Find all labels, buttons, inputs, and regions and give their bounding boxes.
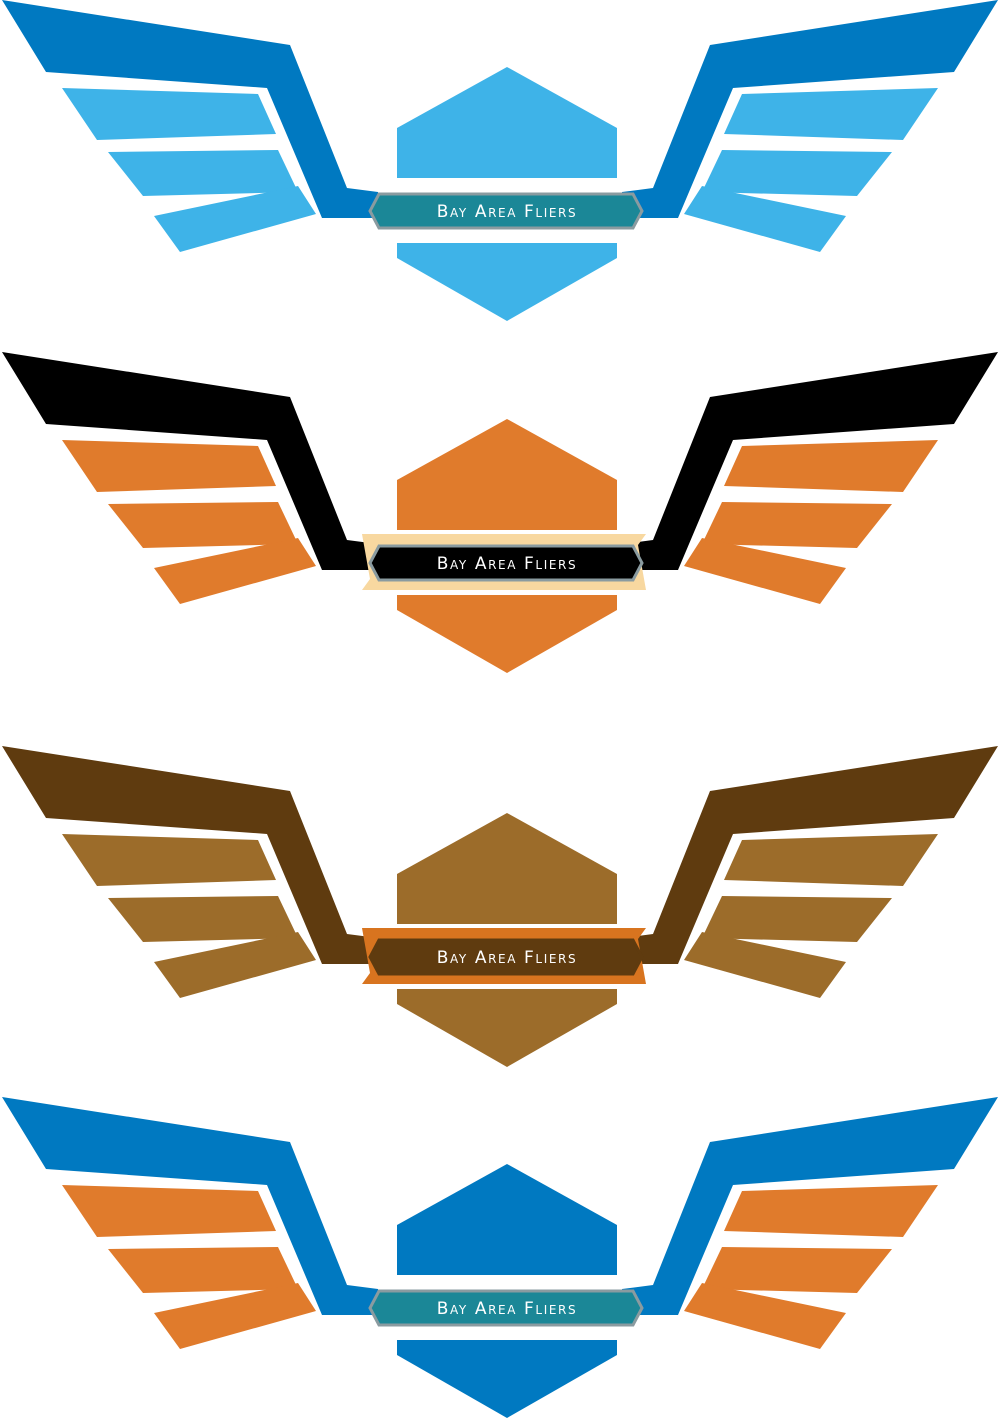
logo-variant-1: Bay Area Fliers: [2, 0, 998, 321]
right-wing-feather: [702, 1247, 892, 1293]
shield-bottom-shape: [397, 989, 617, 1067]
left-wing-feather: [62, 834, 276, 886]
left-wing-feather: [62, 440, 276, 492]
left-wing-feather: [108, 1247, 298, 1293]
shield-top-shape: [397, 1164, 617, 1275]
logo-variant-2: Bay Area Fliers: [2, 352, 998, 673]
left-wing-feather: [154, 538, 316, 604]
right-wing-feather: [724, 1185, 938, 1237]
left-wing-feather: [62, 88, 276, 140]
right-wing-frame: [622, 352, 998, 570]
left-wing-frame: [2, 0, 378, 218]
banner-plate: [368, 192, 644, 230]
shield-bottom-shape: [397, 595, 617, 673]
right-wing-feather: [684, 538, 846, 604]
banner-plate: [368, 1289, 644, 1327]
right-wing-frame: [622, 0, 998, 218]
left-wing-feather: [154, 186, 316, 252]
right-wing-feather: [702, 502, 892, 548]
shield-bottom-shape: [397, 1340, 617, 1418]
banner-plate: [368, 938, 644, 976]
logo-variant-4: Bay Area Fliers: [2, 1097, 998, 1418]
banner-plate: [368, 544, 644, 582]
shield-top-shape: [397, 419, 617, 530]
right-wing-feather: [724, 440, 938, 492]
banner-title: Bay Area Fliers: [437, 1299, 577, 1319]
shield-top-shape: [397, 813, 617, 924]
right-wing-feather: [702, 896, 892, 942]
banner-title: Bay Area Fliers: [437, 202, 577, 222]
shield-bottom-shape: [397, 243, 617, 321]
left-wing-feather: [154, 1283, 316, 1349]
left-wing-frame: [2, 1097, 378, 1315]
right-wing-frame: [622, 1097, 998, 1315]
right-wing-feather: [724, 834, 938, 886]
right-wing-frame: [622, 746, 998, 964]
banner-title: Bay Area Fliers: [437, 554, 577, 574]
right-wing-feather: [684, 932, 846, 998]
right-wing-feather: [702, 150, 892, 196]
left-wing-frame: [2, 746, 378, 964]
right-wing-feather: [684, 186, 846, 252]
left-wing-feather: [108, 150, 298, 196]
shield-top-shape: [397, 67, 617, 178]
left-wing-feather: [108, 896, 298, 942]
right-wing-feather: [684, 1283, 846, 1349]
left-wing-feather: [62, 1185, 276, 1237]
right-wing-feather: [724, 88, 938, 140]
left-wing-feather: [154, 932, 316, 998]
left-wing-feather: [108, 502, 298, 548]
banner-title: Bay Area Fliers: [437, 948, 577, 968]
logo-variant-3: Bay Area Fliers: [2, 746, 998, 1067]
left-wing-frame: [2, 352, 378, 570]
